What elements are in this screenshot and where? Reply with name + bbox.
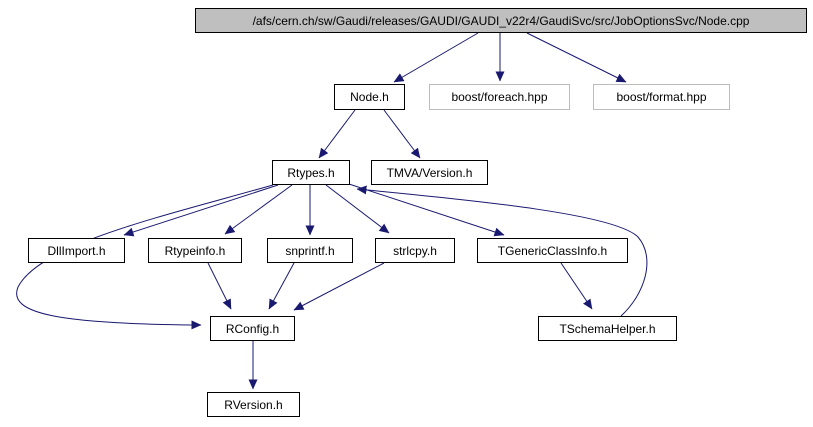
edge-node-h-to-tmva-version-h xyxy=(383,109,421,159)
edge-tgenericclassinfo-h-to-tschemahelper-h xyxy=(560,262,593,310)
graph-node-tschemahelper-h[interactable]: TSchemaHelper.h xyxy=(538,316,677,341)
edge-rtypes-h-to-dllimport-h xyxy=(123,184,279,237)
edge-rtypes-h-to-rtypeinfo-h xyxy=(224,184,293,235)
edge-rtypes-h-to-tgenericclassinfo-h xyxy=(348,183,505,237)
graph-node-snprintf-h[interactable]: snprintf.h xyxy=(267,238,353,263)
edge-node-h-to-rtypes-h xyxy=(318,109,356,159)
graph-node-tmva-version-h[interactable]: TMVA/Version.h xyxy=(371,160,488,185)
graph-node-node-cpp: /afs/cern.ch/sw/Gaudi/releases/GAUDI/GAU… xyxy=(195,8,807,33)
graph-node-rconfig-h[interactable]: RConfig.h xyxy=(210,316,295,341)
graph-node-node-h[interactable]: Node.h xyxy=(334,84,405,110)
graph-node-rversion-h[interactable]: RVersion.h xyxy=(207,392,300,417)
edge-tschemahelper-h-to-rtypes-h xyxy=(356,185,648,317)
edge-rtypes-h-to-strlcpy-h xyxy=(325,184,390,234)
graph-node-strlcpy-h[interactable]: strlcpy.h xyxy=(375,238,455,263)
graph-node-boost-format-hpp: boost/format.hpp xyxy=(593,84,730,110)
edge-strlcpy-h-to-rconfig-h xyxy=(293,262,385,311)
graph-node-rtypes-h[interactable]: Rtypes.h xyxy=(272,160,350,185)
edge-rtypes-h-to-rconfig-h xyxy=(16,184,274,330)
edge-node-cpp-to-node-h xyxy=(393,32,479,83)
graph-node-rtypeinfo-h[interactable]: Rtypeinfo.h xyxy=(148,238,242,263)
graph-node-boost-foreach-hpp: boost/foreach.hpp xyxy=(429,84,570,110)
graph-node-tgenericclassinfo-h[interactable]: TGenericClassInfo.h xyxy=(477,238,628,263)
edge-snprintf-h-to-rconfig-h xyxy=(268,262,295,310)
graph-node-dllimport-h[interactable]: DllImport.h xyxy=(28,238,125,263)
edge-node-cpp-to-boost-format-hpp xyxy=(526,32,627,83)
edge-rtypeinfo-h-to-rconfig-h xyxy=(207,262,232,310)
